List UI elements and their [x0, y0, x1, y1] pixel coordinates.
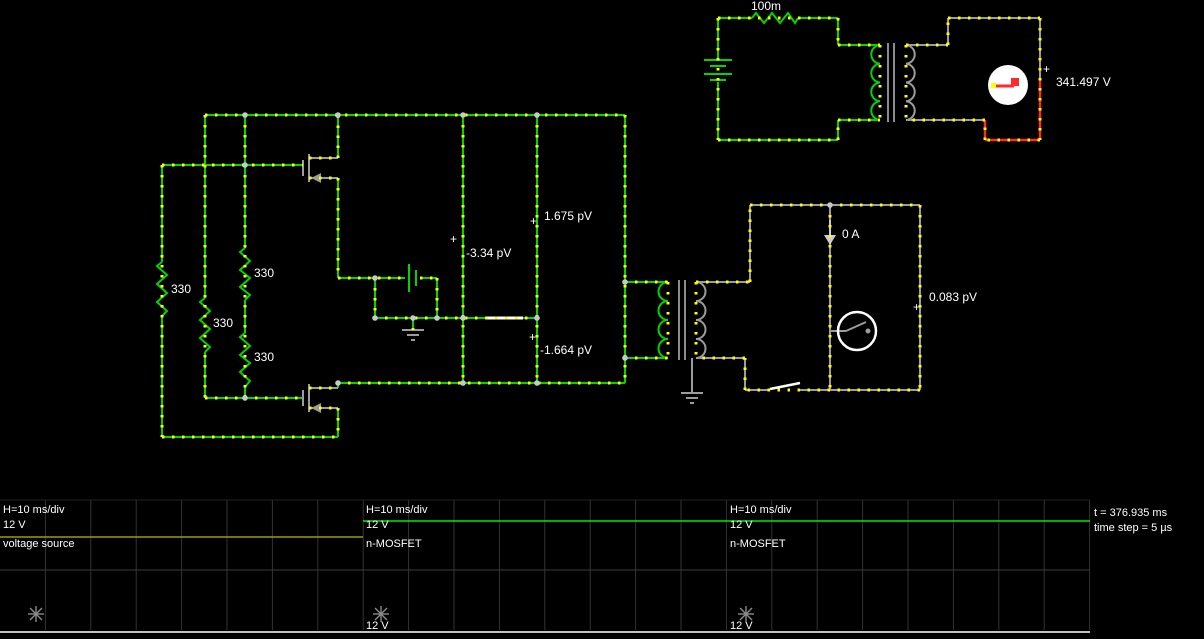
plus-sign: +	[1043, 62, 1050, 76]
asterisk-marker	[373, 606, 389, 622]
switch-loop-bottom[interactable]	[769, 381, 801, 391]
output-switch[interactable]	[988, 65, 1028, 105]
scope3-hdiv: H=10 ms/div	[730, 504, 792, 516]
ground-icon[interactable]	[402, 329, 424, 341]
ground-icon-secondary[interactable]	[681, 392, 703, 404]
plus-sign: +	[530, 214, 537, 228]
hover-ring	[836, 310, 878, 352]
resistor-100m[interactable]	[751, 11, 799, 25]
scope-strip[interactable]: H=10 ms/div 12 V voltage source H=10 ms/…	[0, 499, 1173, 633]
resistor-left[interactable]	[155, 261, 169, 317]
asterisk-marker	[738, 606, 754, 622]
current-label: 0 A	[842, 227, 859, 241]
switch-hovered[interactable]	[836, 310, 878, 352]
current-dots	[160, 16, 1042, 439]
scope-grid	[44, 500, 1091, 630]
voltmeter-secondary: 0.083 pV	[929, 290, 977, 304]
resistor-mid[interactable]	[198, 297, 212, 353]
voltmeter-primary-mid: -3.34 pV	[466, 246, 511, 260]
tapped-transformer[interactable]	[657, 280, 707, 360]
plus-sign: +	[913, 300, 920, 314]
output-circuit[interactable]: 100m + 341.497 V	[704, 0, 1111, 142]
plus-sign: +	[529, 330, 536, 344]
dc-source[interactable]	[408, 264, 417, 292]
scope-panel-2[interactable]: H=10 ms/div 12 V n-MOSFET	[366, 504, 428, 550]
plus-sign: +	[450, 232, 457, 246]
status-timestep: time step = 5 µs	[1094, 522, 1173, 534]
scope1-vdiv: 12 V	[3, 519, 26, 531]
resistor-top[interactable]	[238, 247, 252, 301]
scope1-hdiv: H=10 ms/div	[3, 504, 65, 516]
scope-panel-1[interactable]: H=10 ms/div 12 V voltage source	[3, 504, 75, 550]
voltmeter-primary-bottom: -1.664 pV	[540, 343, 592, 357]
scope3-label: n-MOSFET	[730, 538, 786, 550]
scope-panel-3[interactable]: H=10 ms/div 12 V n-MOSFET	[730, 504, 792, 550]
secondary-loop-wires[interactable]	[691, 204, 921, 393]
output-primary-wires[interactable]	[717, 17, 880, 141]
scope2-hdiv: H=10 ms/div	[366, 504, 428, 516]
resistor-100m-value: 100m	[751, 0, 781, 13]
output-voltage-reading: 341.497 V	[1056, 75, 1111, 89]
junction-dots	[242, 112, 833, 401]
output-transformer[interactable]	[870, 43, 916, 122]
scope2-label: n-MOSFET	[366, 538, 422, 550]
scope-bottom-vdiv-1: 12 V	[366, 620, 389, 632]
resistor-bottom-value: 330	[254, 350, 274, 364]
scope1-label: voltage source	[3, 538, 75, 550]
main-circuit[interactable]: 330 330 330 330	[155, 114, 977, 438]
scope-bottom-vdiv-2: 12 V	[730, 620, 753, 632]
scope2-vdiv: 12 V	[366, 519, 389, 531]
resistor-mid-value: 330	[213, 316, 233, 330]
resistor-top-value: 330	[254, 266, 274, 280]
scope3-vdiv: 12 V	[730, 519, 753, 531]
resistor-bottom[interactable]	[238, 332, 252, 388]
asterisk-marker	[28, 606, 44, 622]
resistor-left-value: 330	[171, 282, 191, 296]
status-time: t = 376.935 ms	[1094, 507, 1168, 519]
voltmeter-primary-top: 1.675 pV	[544, 209, 592, 223]
current-arrow-icon	[824, 220, 836, 245]
